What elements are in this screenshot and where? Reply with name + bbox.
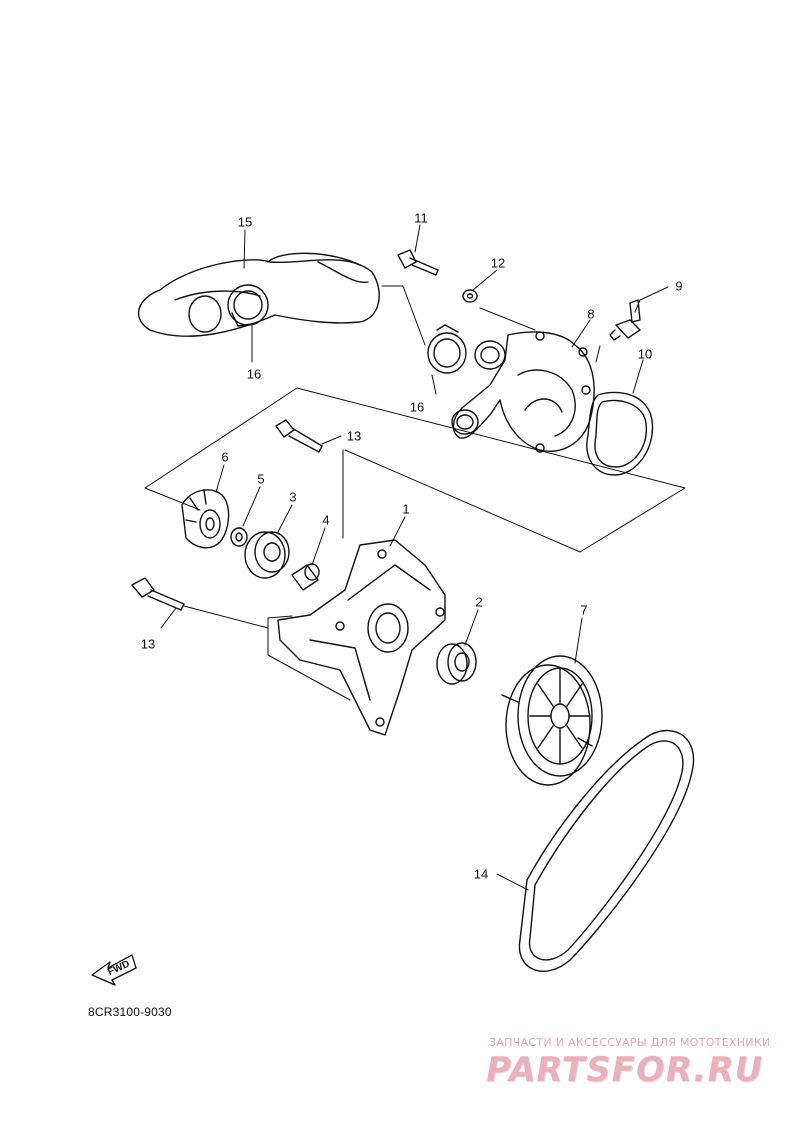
fitting-part-9 xyxy=(609,299,641,341)
washer-part-5 xyxy=(230,527,248,547)
callout-6: 6 xyxy=(221,449,229,465)
washer-part-12 xyxy=(462,289,478,303)
bolt-part-13-lower xyxy=(131,577,185,611)
callout-10: 10 xyxy=(637,346,653,362)
bolt-part-13-upper xyxy=(275,419,323,453)
callout-15: 15 xyxy=(237,214,253,230)
seal-part-3 xyxy=(244,531,290,579)
hose-clamp-part-16-left xyxy=(188,284,269,333)
callout-7: 7 xyxy=(580,602,588,618)
impeller-part-6 xyxy=(181,489,230,549)
diagram-code: 8CR3100-9030 xyxy=(88,1005,172,1019)
callout-12: 12 xyxy=(490,255,506,271)
pump-cover-part-1 xyxy=(277,539,446,736)
callout-4: 4 xyxy=(322,512,330,528)
callout-13-lower: 13 xyxy=(140,636,156,652)
callout-2: 2 xyxy=(475,594,483,610)
callout-11: 11 xyxy=(414,210,428,226)
leader-lines xyxy=(160,224,669,891)
pulley-part-7 xyxy=(501,655,603,786)
forward-arrow-icon: FWD xyxy=(91,954,137,986)
bearing-part-2 xyxy=(436,642,477,685)
collar-part-4 xyxy=(291,563,320,591)
callout-1: 1 xyxy=(402,501,410,517)
hose-clamp-part-16-right xyxy=(427,324,467,374)
callout-8: 8 xyxy=(587,306,595,322)
callout-16-right: 16 xyxy=(409,399,425,415)
callout-5: 5 xyxy=(257,471,265,487)
hose-part-15 xyxy=(137,252,380,337)
callout-16-left: 16 xyxy=(246,366,262,382)
drive-belt-part-14 xyxy=(518,729,695,972)
bolt-part-11 xyxy=(397,249,439,276)
callout-9: 9 xyxy=(675,278,683,294)
o-ring-part-10 xyxy=(586,391,654,476)
callout-14: 14 xyxy=(473,866,489,882)
watermark-tagline: ЗАПЧАСТИ И АКСЕССУАРЫ ДЛЯ МОТОТЕХНИКИ xyxy=(489,1036,771,1049)
callout-13-upper: 13 xyxy=(346,428,362,444)
assembly-outline xyxy=(144,387,686,701)
watermark-logo: PARTSFOR.RU xyxy=(482,1050,767,1090)
pump-housing-part-8 xyxy=(451,331,595,453)
callout-3: 3 xyxy=(289,489,297,505)
